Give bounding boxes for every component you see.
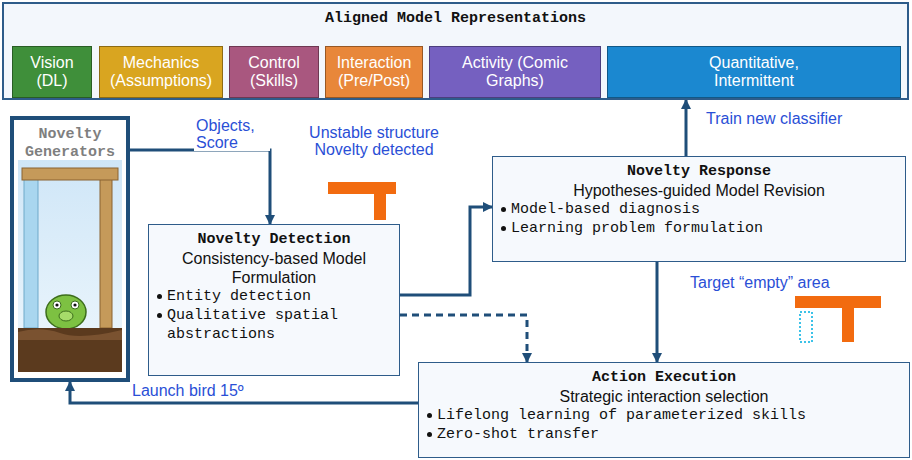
bullet-dot (157, 313, 162, 318)
bullet-dot (427, 432, 432, 437)
process-box: Action ExecutionStrategic interaction se… (418, 362, 910, 458)
bullet-dot (501, 226, 506, 231)
connector-arrow (130, 150, 270, 224)
chip-label: Vision (DL) (17, 54, 87, 90)
bullet-text: Zero-shot transfer (437, 425, 599, 444)
process-box: Novelty DetectionConsistency-based Model… (148, 224, 400, 376)
chip-label: Quantitative, Intermittent (698, 54, 810, 90)
model-chip: Mechanics (Assumptions) (99, 46, 223, 98)
bullet-item: Zero-shot transfer (427, 425, 901, 444)
target-area-icon (795, 296, 881, 342)
edge-label: Launch bird 15º (130, 382, 246, 399)
connector-arrow (400, 315, 527, 362)
bullet-item: Model-based diagnosis (501, 200, 897, 219)
model-chip: Activity (Comic Graphs) (429, 46, 601, 98)
chip-label: Mechanics (Assumptions) (104, 54, 218, 90)
bullet-dot (157, 294, 162, 299)
chip-label: Activity (Comic Graphs) (457, 54, 573, 90)
connector-arrow (656, 262, 659, 362)
annotation-label: Target “empty” area (688, 274, 832, 291)
model-chip: Interaction (Pre/Post) (325, 46, 423, 98)
connector-arrow (70, 382, 418, 403)
connector-arrow (685, 100, 688, 156)
model-chip: Control (Skills) (229, 46, 319, 98)
box-heading: Novelty Detection (157, 230, 391, 249)
chip-label: Interaction (Pre/Post) (330, 54, 418, 90)
bullet-text: Lifelong learning of parameterized skill… (437, 406, 806, 425)
bullet-item: Lifelong learning of parameterized skill… (427, 406, 901, 425)
box-heading: Novelty Response (501, 162, 897, 181)
group-band: Aligned Model RepresentationsVision (DL)… (2, 2, 909, 100)
box-subtitle: Consistency-based Model Formulation (157, 249, 391, 287)
game-scene (18, 160, 122, 372)
unstable-structure-icon (328, 182, 396, 220)
box-heading: Action Execution (427, 368, 901, 387)
band-title: Aligned Model Representations (12, 10, 899, 27)
process-box: Novelty ResponseHypotheses-guided Model … (492, 156, 906, 262)
annotation-label: Unstable structure Novelty detected (282, 124, 466, 158)
edge-label: Train new classifier (704, 110, 844, 127)
bullet-dot (427, 413, 432, 418)
generator-title: Novelty Generators (18, 126, 122, 162)
bullet-dot (501, 207, 506, 212)
box-subtitle: Strategic interaction selection (427, 387, 901, 406)
bullet-item: Learning problem formulation (501, 219, 897, 238)
bullet-text: Entity detection (167, 287, 311, 306)
bullet-item: Qualitative spatial abstractions (157, 306, 391, 344)
bullet-text: Model-based diagnosis (511, 200, 700, 219)
model-chip: Quantitative, Intermittent (607, 46, 901, 98)
connector-arrow (400, 207, 492, 295)
box-subtitle: Hypotheses-guided Model Revision (501, 181, 897, 200)
chip-label: Control (Skills) (234, 54, 314, 90)
model-chip: Vision (DL) (12, 46, 92, 98)
bullet-text: Qualitative spatial abstractions (167, 306, 391, 344)
edge-label: Objects, Score (194, 117, 270, 151)
generator-box: Novelty Generators (10, 116, 130, 382)
bullet-item: Entity detection (157, 287, 391, 306)
bullet-text: Learning problem formulation (511, 219, 763, 238)
